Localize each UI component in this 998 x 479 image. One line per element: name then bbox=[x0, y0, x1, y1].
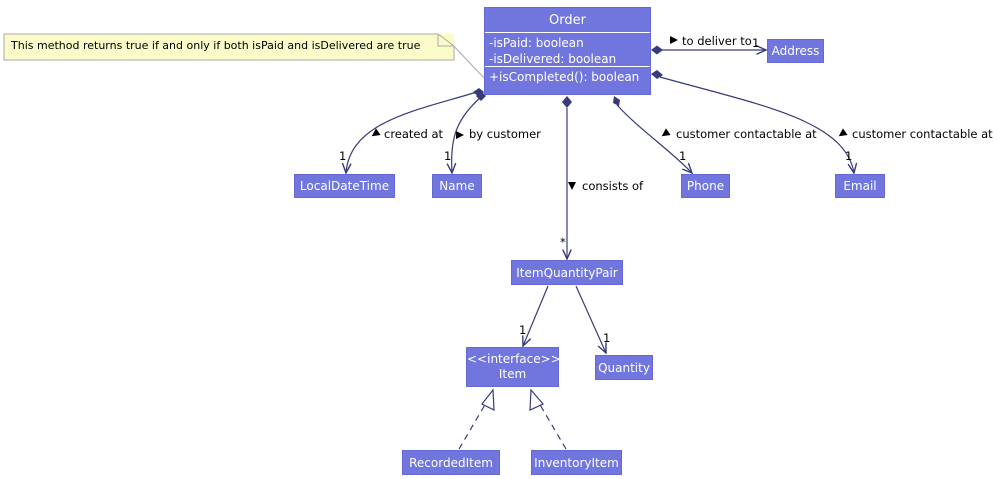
composition-diamond-email bbox=[651, 70, 663, 79]
attribute-ispaid: -isPaid: boolean bbox=[489, 36, 584, 50]
class-order-operations: +isCompleted(): boolean bbox=[485, 67, 650, 87]
class-address[interactable]: Address bbox=[767, 39, 824, 63]
edge-inventoryitem-item bbox=[538, 402, 567, 450]
class-localdatetime[interactable]: LocalDateTime bbox=[294, 174, 395, 198]
class-item-stereotype: <<interface>> bbox=[467, 352, 561, 366]
direction-arrow-itemquantitypair bbox=[568, 182, 576, 190]
class-phone[interactable]: Phone bbox=[681, 174, 730, 198]
class-phone-label: Phone bbox=[686, 179, 725, 193]
label-created-at: created at bbox=[384, 127, 444, 141]
class-email[interactable]: Email bbox=[835, 174, 885, 198]
class-item-label: Item bbox=[498, 367, 527, 381]
label-to-deliver-to: to deliver to bbox=[682, 34, 752, 48]
class-inventoryitem[interactable]: InventoryItem bbox=[531, 450, 622, 475]
class-order-attributes: -isPaid: boolean -isDelivered: boolean bbox=[485, 33, 650, 67]
class-inventoryitem-label: InventoryItem bbox=[534, 455, 619, 470]
label-consists-of: consists of bbox=[582, 179, 644, 193]
class-localdatetime-label: LocalDateTime bbox=[299, 179, 390, 193]
label-phone-contact: customer contactable at bbox=[676, 127, 817, 141]
multiplicity-localdatetime: 1 bbox=[339, 149, 347, 163]
class-order[interactable]: Order -isPaid: boolean -isDelivered: boo… bbox=[484, 7, 651, 95]
label-by-customer: by customer bbox=[469, 127, 541, 141]
edge-recordeditem-item bbox=[458, 402, 487, 450]
multiplicity-item: 1 bbox=[519, 323, 527, 337]
edge-order-phone bbox=[616, 104, 692, 173]
class-address-label: Address bbox=[771, 44, 820, 58]
edge-order-localdatetime bbox=[346, 90, 481, 173]
class-quantity[interactable]: Quantity bbox=[595, 355, 653, 380]
edge-itemquantitypair-quantity bbox=[575, 285, 606, 353]
composition-diamond-name bbox=[476, 91, 486, 101]
direction-arrow-address bbox=[670, 36, 678, 44]
class-name-label: Name bbox=[439, 179, 475, 193]
class-recordeditem[interactable]: RecordedItem bbox=[402, 450, 500, 475]
composition-diamond-address bbox=[651, 45, 663, 55]
realization-triangle-inventoryitem bbox=[529, 388, 544, 411]
multiplicity-email: 1 bbox=[845, 149, 853, 163]
class-itemquantitypair-label: ItemQuantityPair bbox=[516, 265, 618, 280]
multiplicity-phone: 1 bbox=[679, 149, 687, 163]
multiplicity-address: 1 bbox=[752, 36, 760, 50]
edge-order-email bbox=[659, 76, 854, 173]
edge-order-name bbox=[452, 96, 482, 173]
class-quantity-label: Quantity bbox=[598, 360, 650, 375]
note-box: This method returns true if and only if … bbox=[4, 34, 454, 60]
operation-iscompleted: +isCompleted(): boolean bbox=[489, 70, 640, 84]
label-email-contact: customer contactable at bbox=[852, 127, 993, 141]
note-text: This method returns true if and only if … bbox=[11, 39, 421, 52]
class-email-label: Email bbox=[843, 179, 877, 193]
multiplicity-name: 1 bbox=[444, 149, 452, 163]
class-order-title: Order bbox=[485, 8, 650, 33]
attribute-isdelivered: -isDelivered: boolean bbox=[489, 52, 617, 66]
direction-arrow-name bbox=[456, 131, 464, 139]
multiplicity-quantity: 1 bbox=[603, 331, 611, 345]
class-item[interactable]: <<interface>> Item bbox=[466, 347, 561, 387]
edge-itemquantitypair-item bbox=[523, 285, 549, 346]
multiplicity-itemquantitypair: * bbox=[560, 235, 566, 249]
composition-diamond-phone bbox=[613, 96, 620, 106]
realization-triangle-recordeditem bbox=[481, 388, 495, 411]
class-name[interactable]: Name bbox=[432, 174, 482, 198]
composition-diamond-itemquantitypair bbox=[562, 96, 572, 108]
class-itemquantitypair[interactable]: ItemQuantityPair bbox=[511, 260, 623, 285]
class-recordeditem-label: RecordedItem bbox=[409, 455, 493, 470]
